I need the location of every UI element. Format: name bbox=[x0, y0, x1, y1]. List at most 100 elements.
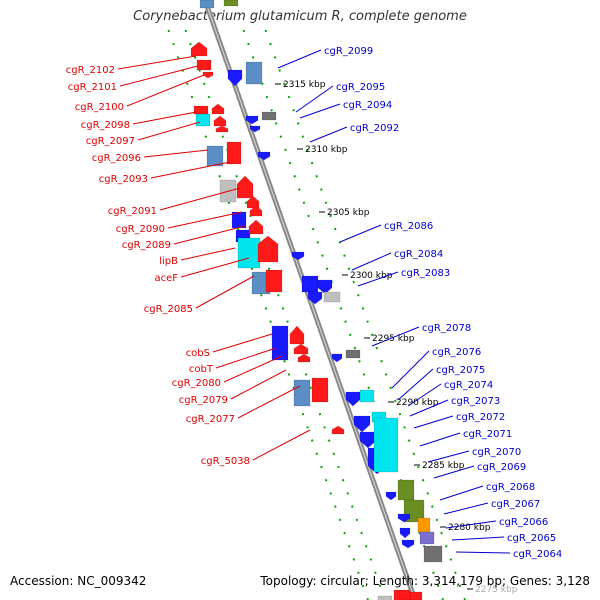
gene-label-cgR_2079: cgR_2079 bbox=[179, 395, 228, 406]
gene-feature-34 bbox=[293, 343, 309, 355]
gene-label-cgR_2084: cgR_2084 bbox=[394, 249, 443, 260]
gene-label-leader bbox=[407, 383, 442, 407]
gene-feature-42 bbox=[331, 425, 345, 435]
gene-label-cgR_2102: cgR_2102 bbox=[66, 65, 115, 76]
gene-label-leader bbox=[212, 333, 273, 353]
scale-label: 2275 kbp bbox=[475, 585, 518, 595]
gene-feature-56 bbox=[423, 545, 443, 563]
gene-label-leader bbox=[117, 55, 197, 70]
gene-label-cgR_2101: cgR_2101 bbox=[68, 82, 117, 93]
gene-label-lipB: lipB bbox=[159, 256, 178, 267]
gene-label-cgR_2097: cgR_2097 bbox=[86, 136, 135, 147]
inner-left-track bbox=[184, 29, 386, 600]
gene-label-cgR_2092: cgR_2092 bbox=[350, 123, 399, 134]
gene-feature-44 bbox=[359, 431, 377, 449]
gene-feature-9 bbox=[215, 125, 229, 133]
gene-feature-13 bbox=[206, 145, 224, 167]
gene-feature-33 bbox=[289, 325, 305, 345]
gene-label-leader bbox=[413, 415, 454, 429]
gene-label-cgR_2070: cgR_2070 bbox=[472, 447, 521, 458]
gene-feature-26 bbox=[265, 269, 283, 293]
gene-feature-52 bbox=[399, 527, 411, 539]
gene-feature-32 bbox=[271, 325, 289, 361]
gene-label-cgR_2075: cgR_2075 bbox=[436, 365, 485, 376]
gene-label-cgR_2085: cgR_2085 bbox=[144, 304, 193, 315]
gene-feature-2 bbox=[202, 71, 214, 79]
gene-label-leader bbox=[391, 350, 430, 389]
scale-label: 2290 kbp bbox=[396, 398, 439, 408]
gene-feature-18 bbox=[246, 195, 260, 209]
accession-label: Accession: NC_009342 bbox=[10, 574, 147, 588]
gene-feature-3 bbox=[227, 69, 243, 87]
gene-label-leader bbox=[252, 429, 311, 461]
gene-label-cgR_2064: cgR_2064 bbox=[513, 549, 562, 560]
gene-feature-20 bbox=[231, 211, 247, 229]
gene-label-leader bbox=[455, 551, 511, 554]
gene-feature-28 bbox=[301, 275, 319, 293]
gene-feature-31 bbox=[323, 291, 341, 303]
gene-feature-27 bbox=[291, 251, 305, 261]
gene-label-leader bbox=[159, 187, 241, 211]
gene-label-aceF: aceF bbox=[154, 273, 178, 284]
gene-label-cgR_2098: cgR_2098 bbox=[81, 120, 130, 131]
gene-label-leader bbox=[277, 49, 322, 69]
gene-label-cgR_2083: cgR_2083 bbox=[401, 268, 450, 279]
gene-label-leader bbox=[195, 275, 255, 309]
gene-label-cgR_2068: cgR_2068 bbox=[486, 482, 535, 493]
gene-label-leader bbox=[299, 103, 341, 119]
gene-label-leader bbox=[409, 399, 449, 417]
gene-label-cgR_2066: cgR_2066 bbox=[499, 517, 548, 528]
gene-label-cgR_2071: cgR_2071 bbox=[463, 429, 512, 440]
gene-label-cgR_2078: cgR_2078 bbox=[422, 323, 471, 334]
gene-feature-14 bbox=[226, 141, 242, 165]
gene-label-cgR_2069: cgR_2069 bbox=[477, 462, 526, 473]
gene-label-cobS: cobS bbox=[186, 348, 210, 359]
gene-feature-22 bbox=[237, 237, 261, 269]
gene-label-leader bbox=[173, 225, 246, 245]
gene-label-leader bbox=[427, 450, 470, 463]
gene-label-leader bbox=[339, 224, 382, 243]
gene-feature-61 bbox=[223, 0, 239, 7]
gene-label-leader bbox=[439, 485, 484, 501]
gene-label-leader bbox=[137, 121, 201, 141]
gene-label-cgR_2100: cgR_2100 bbox=[75, 102, 124, 113]
gene-label-leader bbox=[445, 520, 497, 529]
gene-label-cgR_2096: cgR_2096 bbox=[92, 153, 141, 164]
scale-label: 2285 kbp bbox=[422, 461, 465, 471]
gene-label-leader bbox=[309, 126, 348, 143]
scale-label: 2310 kbp bbox=[305, 145, 348, 155]
gene-feature-4 bbox=[245, 61, 263, 85]
gene-feature-40 bbox=[345, 391, 361, 407]
gene-feature-43 bbox=[353, 415, 371, 433]
gene-feature-39 bbox=[345, 349, 361, 359]
gene-label-leader bbox=[150, 161, 231, 179]
gene-feature-48 bbox=[385, 491, 397, 501]
gene-feature-19 bbox=[249, 205, 263, 217]
gene-label-leader bbox=[443, 502, 489, 515]
gene-label-cgR_2076: cgR_2076 bbox=[432, 347, 481, 358]
gene-label-leader bbox=[180, 257, 250, 278]
gene-feature-0 bbox=[190, 41, 208, 57]
gene-feature-15 bbox=[257, 151, 271, 161]
gene-feature-12 bbox=[261, 111, 277, 121]
gene-label-leader bbox=[230, 369, 287, 400]
gene-label-leader bbox=[451, 536, 505, 541]
gene-feature-8 bbox=[213, 115, 227, 127]
gene-label-cgR_5038: cgR_5038 bbox=[201, 456, 250, 467]
gene-feature-58 bbox=[393, 589, 411, 600]
gene-feature-10 bbox=[245, 115, 259, 125]
gene-feature-55 bbox=[419, 531, 435, 545]
gene-label-leader bbox=[180, 247, 236, 261]
outer-right-track bbox=[264, 29, 466, 600]
gene-label-leader bbox=[237, 385, 301, 419]
gene-label-leader bbox=[167, 211, 243, 229]
gene-feature-35 bbox=[297, 353, 311, 363]
gene-label-cgR_2077: cgR_2077 bbox=[186, 414, 235, 425]
gene-label-leader bbox=[357, 271, 399, 287]
gene-feature-38 bbox=[331, 353, 343, 363]
gene-label-leader bbox=[295, 85, 334, 113]
gene-label-leader bbox=[371, 326, 420, 347]
gene-label-cgR_2067: cgR_2067 bbox=[491, 499, 540, 510]
